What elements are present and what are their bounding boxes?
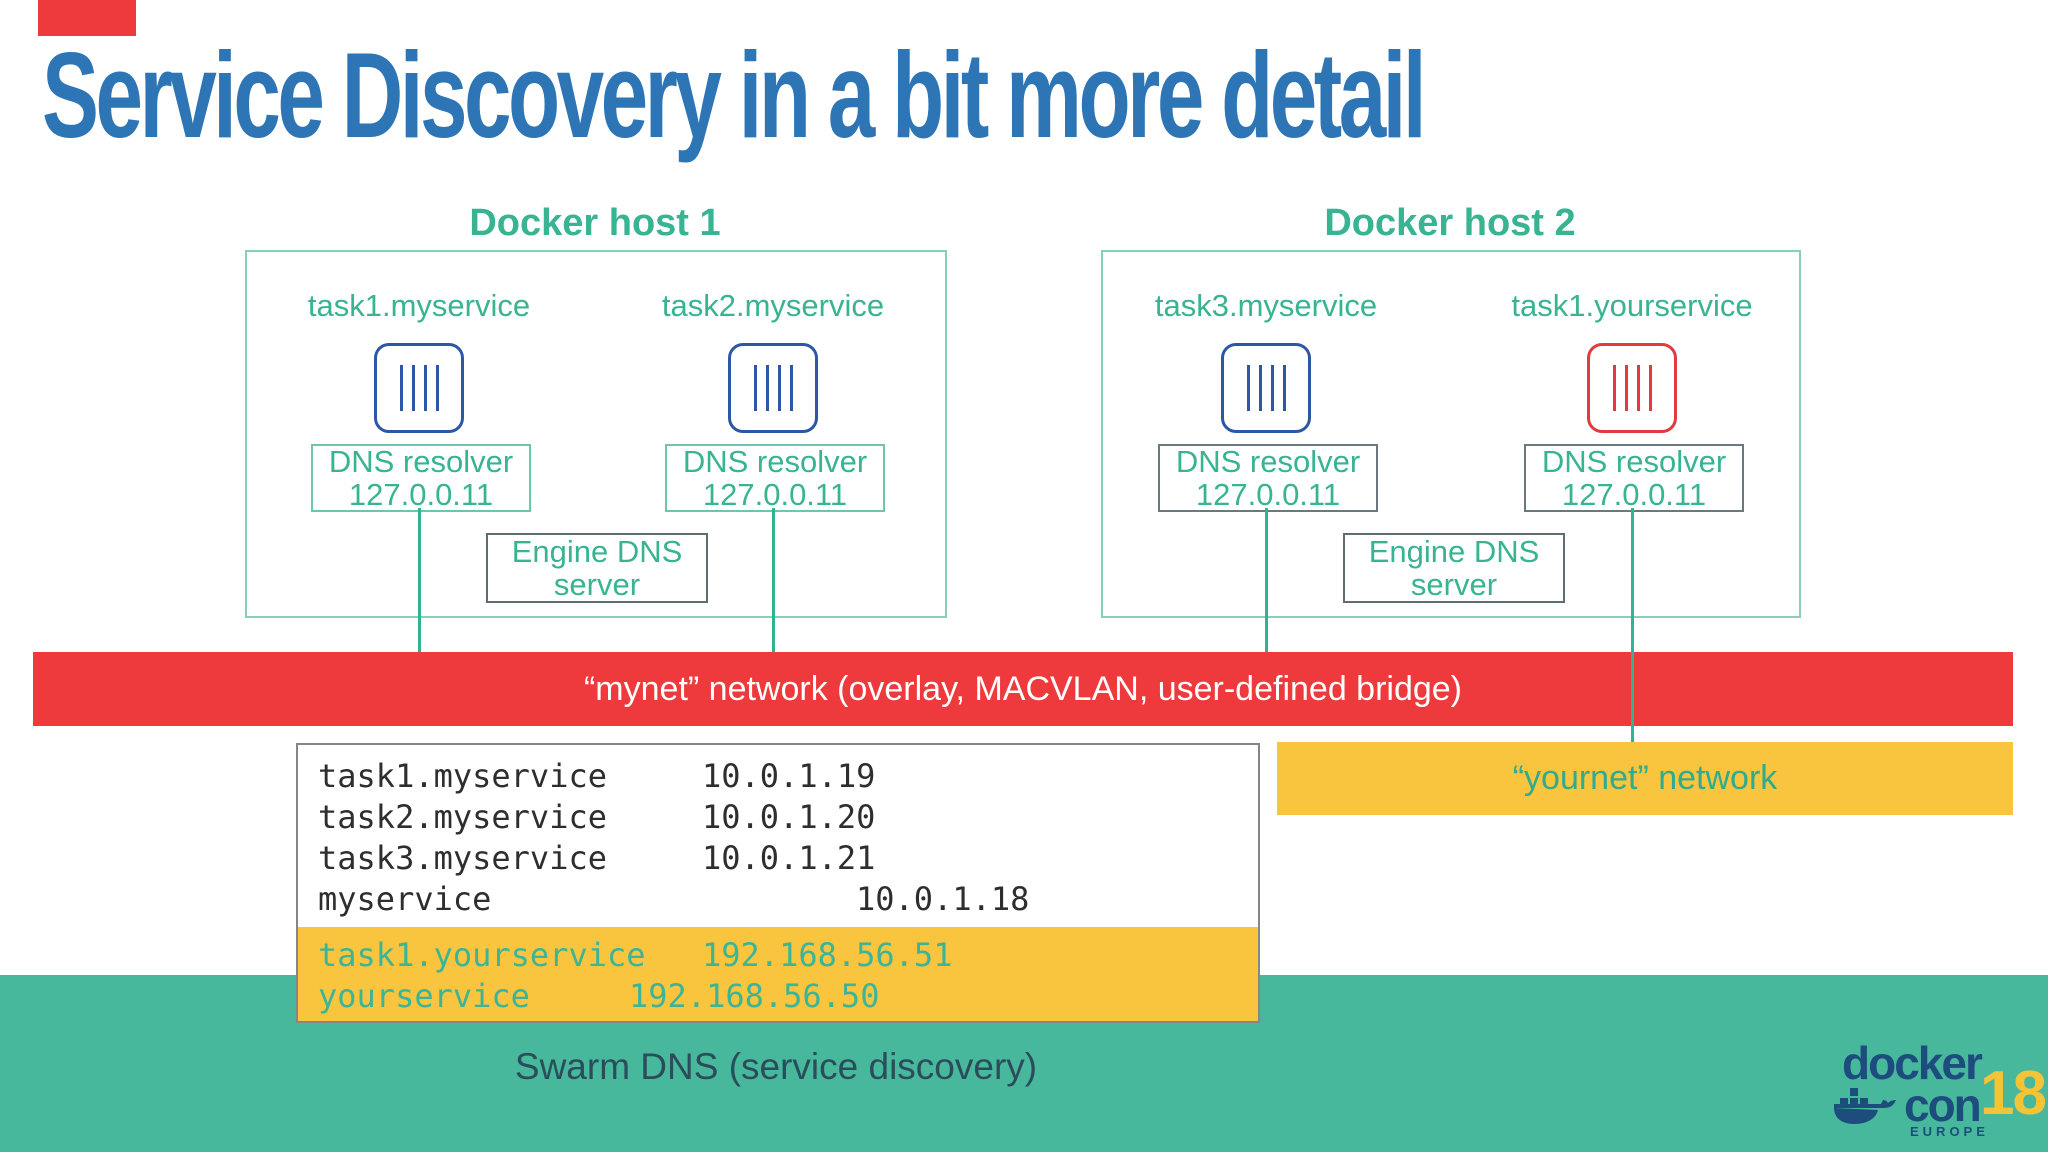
dns-entry-ip: 10.0.1.20	[702, 798, 876, 836]
mynet-network-label: “mynet” network (overlay, MACVLAN, user-…	[583, 669, 1463, 708]
logo-docker-text: docker	[1842, 1037, 1983, 1089]
table-row: task1.myservice 10.0.1.19	[298, 756, 1258, 797]
container-icon	[1221, 343, 1311, 433]
slide-corner-accent	[38, 0, 136, 36]
dns-entry-ip: 192.168.56.50	[629, 977, 880, 1015]
swarm-dns-table: task1.myservice 10.0.1.19 task2.myservic…	[296, 743, 1260, 1023]
docker-host-2-box	[1101, 250, 1801, 618]
dns-resolver-box: DNS resolver 127.0.0.11	[665, 444, 885, 512]
dns-resolver-ip: 127.0.0.11	[1561, 477, 1707, 512]
dns-resolver-ip: 127.0.0.11	[1195, 477, 1341, 512]
dns-resolver-box: DNS resolver 127.0.0.11	[1524, 444, 1744, 512]
dns-entry-ip: 10.0.1.18	[856, 880, 1030, 918]
yournet-network-bar: “yournet” network	[1277, 742, 2013, 815]
dns-resolver-ip: 127.0.0.11	[348, 477, 494, 512]
dns-resolver-box: DNS resolver 127.0.0.11	[1158, 444, 1378, 512]
dns-entry-ip: 10.0.1.21	[702, 839, 876, 877]
docker-host-1-label: Docker host 1	[469, 202, 721, 244]
dns-entry-name: task3.myservice	[318, 839, 607, 877]
task1-yourservice-label: task1.yourservice	[1511, 288, 1753, 323]
container-icon-red	[1587, 343, 1677, 433]
engine-dns-line1: Engine DNS	[1368, 534, 1540, 569]
docker-host-1-box	[245, 250, 947, 618]
table-row: task2.myservice 10.0.1.20	[298, 797, 1258, 838]
engine-dns-server-box: Engine DNS server	[486, 533, 708, 603]
dns-entry-name: task1.myservice	[318, 757, 607, 795]
dns-entry-name: myservice	[318, 880, 492, 918]
dns-entry-name: yourservice	[318, 977, 530, 1015]
connector-line	[418, 508, 421, 652]
container-icon	[728, 343, 818, 433]
swarm-dns-caption: Swarm DNS (service discovery)	[514, 1046, 1038, 1087]
logo-con-text: con	[1904, 1079, 1982, 1131]
dns-resolver-ip: 127.0.0.11	[702, 477, 848, 512]
connector-line	[1631, 508, 1634, 742]
dns-entry-ip: 10.0.1.19	[702, 757, 876, 795]
container-icon	[374, 343, 464, 433]
connector-line	[1265, 508, 1268, 652]
table-row: yourservice 192.168.56.50	[298, 976, 1258, 1017]
dns-resolver-label: DNS resolver	[682, 444, 868, 479]
connector-line	[772, 508, 775, 652]
task2-myservice-label: task2.myservice	[661, 288, 885, 323]
logo-region-text: EUROPE	[1910, 1124, 1989, 1139]
dns-entry-name: task1.yourservice	[318, 936, 646, 974]
dns-entry-ip: 192.168.56.51	[702, 936, 953, 974]
dns-entry-name: task2.myservice	[318, 798, 607, 836]
task3-myservice-label: task3.myservice	[1154, 288, 1378, 323]
engine-dns-line2: server	[1410, 567, 1498, 602]
dns-resolver-box: DNS resolver 127.0.0.11	[311, 444, 531, 512]
table-row: myservice 10.0.1.18	[298, 879, 1258, 920]
docker-whale-icon	[1834, 1088, 1896, 1124]
logo-year-text: 18	[1980, 1059, 2047, 1128]
docker-host-2-label: Docker host 2	[1324, 202, 1576, 244]
dns-resolver-label: DNS resolver	[1541, 444, 1727, 479]
table-row: task3.myservice 10.0.1.21	[298, 838, 1258, 879]
engine-dns-server-box: Engine DNS server	[1343, 533, 1565, 603]
table-row: task1.yourservice 192.168.56.51	[298, 935, 1258, 976]
page-title: Service Discovery in a bit more detail	[42, 27, 1427, 163]
mynet-network-bar: “mynet” network (overlay, MACVLAN, user-…	[33, 652, 2013, 726]
task1-myservice-label: task1.myservice	[307, 288, 531, 323]
dns-resolver-label: DNS resolver	[328, 444, 514, 479]
yournet-highlight-section: task1.yourservice 192.168.56.51 yourserv…	[298, 927, 1258, 1021]
dns-resolver-label: DNS resolver	[1175, 444, 1361, 479]
engine-dns-line2: server	[553, 567, 641, 602]
engine-dns-line1: Engine DNS	[511, 534, 683, 569]
dockercon-logo: docker con 18 EUROPE	[1832, 1037, 2047, 1146]
yournet-network-label: “yournet” network	[1512, 759, 1778, 797]
